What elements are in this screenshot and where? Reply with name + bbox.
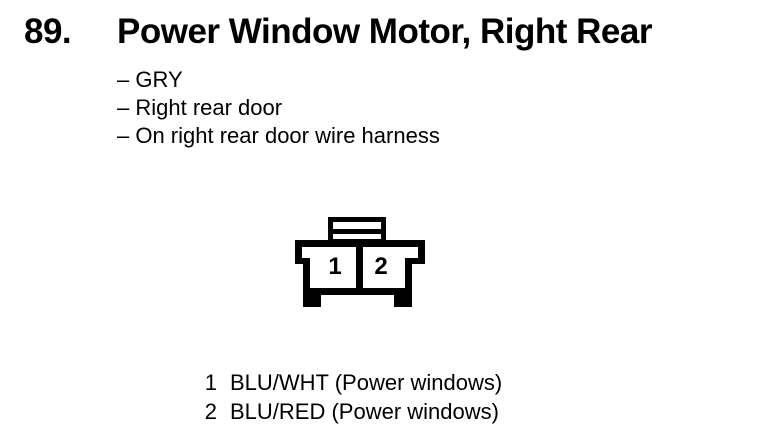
legend-pin-number: 1	[204, 370, 217, 395]
pin-legend: 1 BLU/WHT (Power windows) 2 BLU/RED (Pow…	[187, 368, 502, 426]
detail-list: – GRY – Right rear door – On right rear …	[117, 66, 440, 150]
page-title: Power Window Motor, Right Rear	[117, 12, 652, 51]
cavity-divider	[356, 240, 363, 288]
item-number: 89.	[24, 12, 72, 51]
detail-item-harness: – On right rear door wire harness	[117, 123, 440, 148]
legend-pin-label: BLU/RED (Power windows)	[230, 399, 499, 424]
pin-2-number: 2	[374, 253, 387, 280]
pin-1-number: 1	[328, 253, 341, 280]
legend-row: 1 BLU/WHT (Power windows)	[187, 368, 502, 397]
connector-latch-icon	[328, 217, 386, 240]
detail-item-location: – Right rear door	[117, 95, 283, 120]
detail-item-color: – GRY	[117, 67, 183, 92]
legend-row: 2 BLU/RED (Power windows)	[187, 397, 502, 426]
legend-pin-label: BLU/WHT (Power windows)	[230, 370, 503, 395]
connector-diagram: 1 2	[295, 217, 425, 307]
legend-pin-number: 2	[204, 399, 217, 424]
